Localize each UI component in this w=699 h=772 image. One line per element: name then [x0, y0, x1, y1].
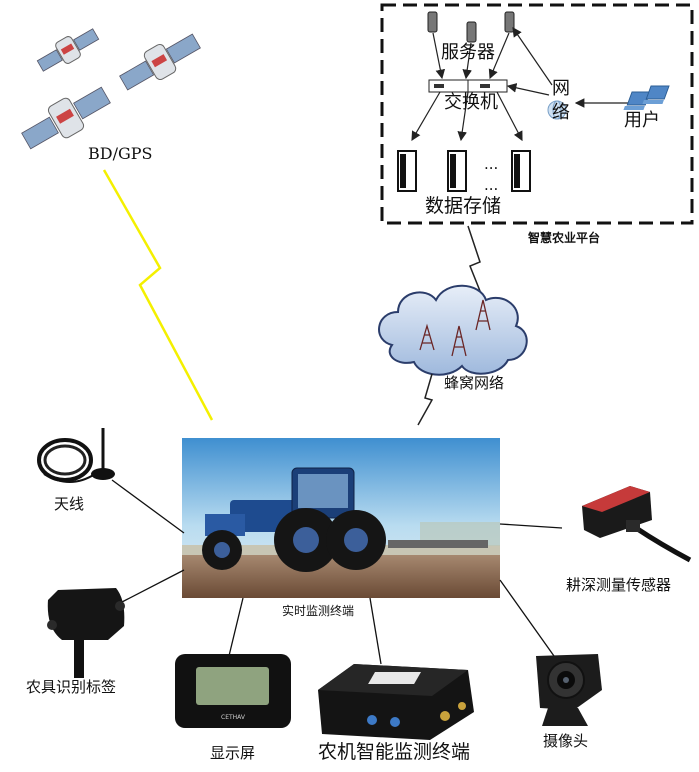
cloud-terminal-bolt — [417, 373, 434, 426]
switch-icon — [428, 79, 508, 93]
storage-label: 数据存储 — [425, 195, 502, 217]
display-label: 显示屏 — [210, 744, 256, 762]
network-switch-arrow — [506, 83, 550, 96]
network-label-1: 网 — [552, 78, 570, 99]
network-globe-icon — [547, 100, 567, 120]
server-switch-arrows — [432, 32, 510, 80]
cellular-label: 蜂窝网络 — [444, 374, 505, 392]
platform-cloud-bolt — [467, 225, 483, 297]
display-screen-icon: CETHAV — [175, 654, 291, 728]
camera-label: 摄像头 — [543, 732, 589, 750]
user-label: 用户 — [624, 110, 660, 131]
platform-box — [380, 3, 694, 225]
tag-label: 农具识别标签 — [26, 678, 117, 696]
satellite-link-bolt — [102, 169, 214, 421]
monitor-label: 农机智能监测终端 — [318, 741, 471, 763]
server-icon — [427, 11, 515, 43]
display-brand-text: CETHAV — [221, 714, 246, 721]
antenna-icon — [37, 428, 115, 483]
device-connectors — [111, 479, 563, 665]
switch-label: 交换机 — [444, 92, 498, 113]
tractor-photo — [182, 438, 500, 598]
network-server-arrow — [512, 27, 553, 86]
storage-icon — [397, 150, 531, 192]
sensor-label: 耕深测量传感器 — [566, 576, 672, 594]
storage-ellipsis-1: ... — [484, 155, 499, 173]
camera-icon — [536, 654, 602, 726]
implement-tag-icon — [47, 588, 125, 678]
user-computer-icon — [623, 85, 670, 110]
satellite-label: BD/GPS — [88, 144, 153, 163]
storage-ellipsis-2: ... — [484, 176, 499, 194]
switch-storage-arrows — [411, 91, 523, 142]
terminal-caption: 实时监测终端 — [282, 604, 355, 618]
platform-title: 智慧农业平台 — [528, 231, 601, 245]
monitor-terminal-icon — [318, 664, 474, 740]
cloud-icon — [378, 284, 528, 376]
antenna-label: 天线 — [54, 495, 85, 513]
satellite-icon — [21, 28, 201, 150]
tillage-sensor-icon — [582, 486, 692, 563]
network-label-2: 络 — [552, 102, 570, 123]
server-label: 服务器 — [441, 42, 495, 63]
